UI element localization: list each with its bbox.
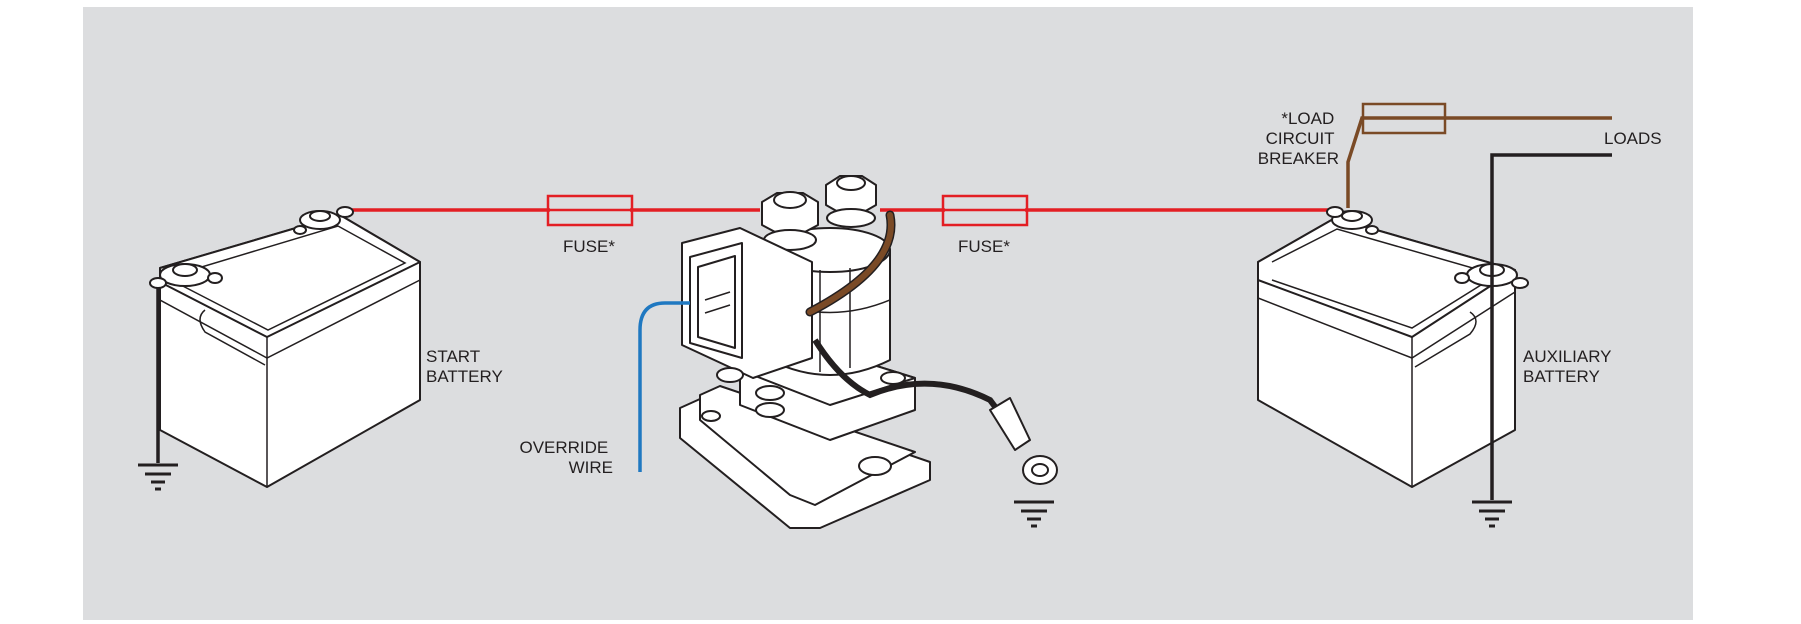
load-brown-wire <box>1346 116 1612 208</box>
fuse-right-icon <box>941 194 1029 227</box>
load-circuit-breaker-label-line1: *LOAD <box>1281 109 1334 128</box>
start-battery-label-line2: BATTERY <box>426 367 503 386</box>
override-wire-label-line1: OVERRIDE <box>519 438 608 457</box>
fuse-right-label: FUSE* <box>958 237 1010 256</box>
ground-symbol-icon <box>138 463 178 491</box>
override-wire-label: OVERRIDE WIRE <box>519 438 613 477</box>
aux-ground-wire <box>1490 153 1612 500</box>
start-battery-icon <box>149 206 421 488</box>
auxiliary-battery-label: AUXILIARY BATTERY <box>1523 347 1616 386</box>
start-battery-label: START BATTERY <box>426 347 503 386</box>
loads-label: LOADS <box>1604 129 1662 148</box>
start-battery-label-line1: START <box>426 347 480 366</box>
override-wire-label-line2: WIRE <box>569 458 613 477</box>
relay-ground-symbol-icon <box>1014 500 1054 528</box>
aux-ground-symbol-icon <box>1472 500 1512 528</box>
fuse-left-label: FUSE* <box>563 237 615 256</box>
relay-ground-cable <box>812 338 1031 451</box>
ring-terminal-icon <box>1022 455 1058 485</box>
auxiliary-battery-label-line2: BATTERY <box>1523 367 1600 386</box>
override-wire <box>638 301 690 472</box>
auxiliary-battery-label-line1: AUXILIARY <box>1523 347 1611 366</box>
load-circuit-breaker-label-line2: CIRCUIT <box>1266 129 1335 148</box>
relay-brown-wire <box>805 210 896 317</box>
fuse-left-icon <box>546 194 634 227</box>
load-circuit-breaker-label-line3: BREAKER <box>1258 149 1339 168</box>
circuit-breaker-icon <box>1361 102 1447 135</box>
load-circuit-breaker-label: *LOAD CIRCUIT BREAKER <box>1258 109 1339 168</box>
